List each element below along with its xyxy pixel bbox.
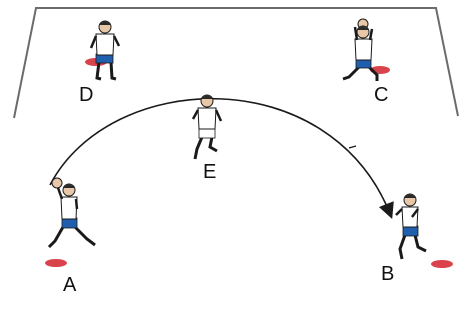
label-b: B: [381, 263, 394, 285]
trajectory-tick: [348, 145, 357, 149]
label-e: E: [203, 161, 216, 183]
court-boundary-line: [13, 7, 459, 119]
label-a: A: [63, 274, 77, 296]
player-e-figure: [191, 94, 223, 160]
player-b-figure: [395, 193, 427, 260]
label-d: D: [79, 84, 93, 106]
player-d-figure: [89, 20, 121, 81]
cone-a: [45, 259, 67, 267]
pass-trajectory-arrow: [49, 97, 394, 219]
cone-b: [431, 260, 453, 268]
label-c: C: [374, 84, 388, 106]
player-a-figure: [47, 177, 96, 249]
player-c-figure: [342, 18, 379, 81]
